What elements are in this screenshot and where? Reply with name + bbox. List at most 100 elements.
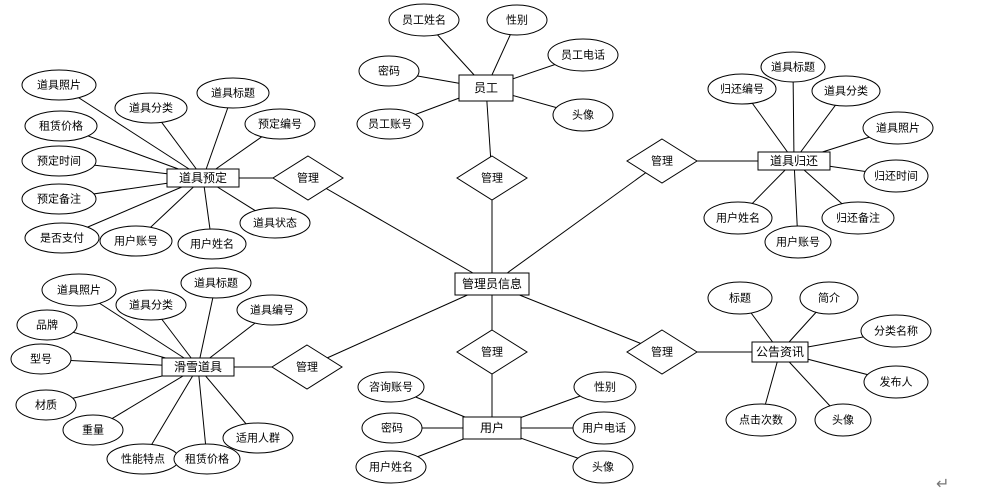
entity-label: 道具归还 (770, 154, 818, 168)
attribute-label: 道具标题 (211, 86, 255, 100)
attribute-ellipse (196, 77, 270, 109)
attribute-ellipse (707, 73, 777, 105)
attribute-ellipse (760, 51, 826, 83)
attribute-ellipse (62, 414, 124, 446)
attribute-label: 简介 (818, 291, 840, 305)
attribute-ellipse (115, 289, 187, 321)
attribute-ellipse (764, 225, 832, 259)
attribute-label: 适用人群 (236, 431, 280, 445)
attribute-ellipse (814, 403, 872, 437)
entity-box (454, 272, 530, 296)
attribute-label: 道具分类 (824, 84, 868, 98)
attribute-label: 点击次数 (739, 413, 783, 427)
attribute-label: 预定备注 (37, 192, 81, 206)
attribute-ellipse (173, 443, 241, 475)
attribute-label: 道具分类 (129, 101, 173, 115)
attribute-ellipse (99, 225, 173, 257)
attribute-ellipse (21, 69, 97, 101)
attribute-label: 道具照片 (57, 283, 101, 297)
attribute-label: 归还备注 (836, 211, 880, 225)
relationship-diamond (456, 329, 528, 375)
relationship-label: 管理 (481, 345, 503, 359)
relationship-edge (306, 283, 493, 368)
attribute-label: 归还编号 (720, 82, 764, 96)
attribute-ellipse (24, 110, 98, 142)
attribute-label: 分类名称 (874, 324, 918, 338)
attribute-ellipse (860, 314, 932, 348)
attribute-label: 预定时间 (37, 154, 81, 168)
attribute-ellipse (552, 98, 614, 132)
attribute-label: 性别 (594, 380, 616, 394)
attribute-label: 用户账号 (114, 234, 158, 248)
attribute-label: 密码 (378, 64, 400, 78)
attribute-ellipse (114, 92, 188, 124)
attribute-label: 归还时间 (874, 169, 918, 183)
attribute-ellipse (244, 108, 316, 140)
entity-box (757, 151, 831, 171)
attribute-label: 用户姓名 (190, 237, 234, 251)
entity-label: 用户 (480, 420, 504, 435)
relationship-edge (491, 160, 663, 285)
attribute-edge (58, 84, 204, 179)
attribute-ellipse (10, 343, 72, 375)
attribute-ellipse (388, 3, 460, 37)
attribute-label: 租赁价格 (39, 119, 83, 133)
attribute-label: 员工电话 (561, 49, 605, 62)
attribute-label: 性别 (506, 13, 528, 27)
entity-label: 道具预定 (179, 170, 227, 185)
attribute-label: 发布人 (880, 375, 913, 389)
attribute-label: 道具照片 (37, 78, 81, 92)
attribute-ellipse (863, 159, 929, 193)
attribute-ellipse (222, 422, 294, 454)
attribute-ellipse (177, 228, 247, 260)
attribute-label: 头像 (832, 414, 854, 427)
attribute-ellipse (21, 183, 97, 215)
attribute-label: 道具分类 (129, 298, 173, 312)
relationship-diamond (626, 138, 698, 184)
attribute-edge (792, 66, 795, 162)
attribute-ellipse (811, 75, 881, 107)
attribute-ellipse (356, 108, 424, 140)
attribute-ellipse (358, 55, 420, 87)
attribute-ellipse (799, 281, 859, 315)
attribute-ellipse (863, 365, 929, 399)
attribute-ellipse (239, 207, 311, 239)
relationship-label: 管理 (651, 345, 673, 359)
relationship-label: 管理 (297, 171, 319, 185)
attribute-label: 标题 (729, 291, 751, 305)
attribute-label: 用户账号 (776, 235, 820, 249)
relationship-diamond (456, 155, 528, 201)
attribute-ellipse (41, 273, 117, 307)
attribute-ellipse (547, 38, 619, 72)
paragraph-return-icon: ↵ (936, 474, 950, 493)
entity-box (161, 357, 235, 377)
entity-label: 员工 (474, 81, 498, 95)
attribute-ellipse (180, 267, 252, 299)
attribute-label: 租赁价格 (185, 452, 229, 466)
relationship-edge (307, 177, 493, 285)
attribute-label: 头像 (592, 461, 614, 474)
entity-label: 滑雪道具 (174, 360, 222, 374)
attribute-ellipse (572, 450, 634, 484)
attribute-label: 道具照片 (876, 121, 920, 135)
attribute-ellipse (236, 294, 308, 326)
entity-box (751, 341, 809, 363)
attribute-label: 头像 (572, 109, 594, 122)
relationship-diamond (272, 155, 344, 201)
attribute-ellipse (357, 371, 425, 403)
attribute-ellipse (15, 389, 77, 421)
relationship-label: 管理 (481, 171, 503, 185)
attribute-ellipse (703, 201, 773, 235)
relationship-label: 管理 (651, 154, 673, 168)
attribute-ellipse (24, 222, 100, 254)
attribute-label: 是否支付 (40, 232, 84, 245)
attribute-ellipse (16, 309, 78, 341)
attribute-label: 道具编号 (250, 303, 294, 317)
entity-label: 公告资讯 (756, 345, 804, 359)
entity-box (458, 74, 514, 102)
attribute-ellipse (21, 145, 97, 177)
entity-box (462, 416, 522, 440)
entity-label: 管理员信息 (462, 276, 522, 291)
attribute-label: 员工姓名 (402, 13, 446, 27)
